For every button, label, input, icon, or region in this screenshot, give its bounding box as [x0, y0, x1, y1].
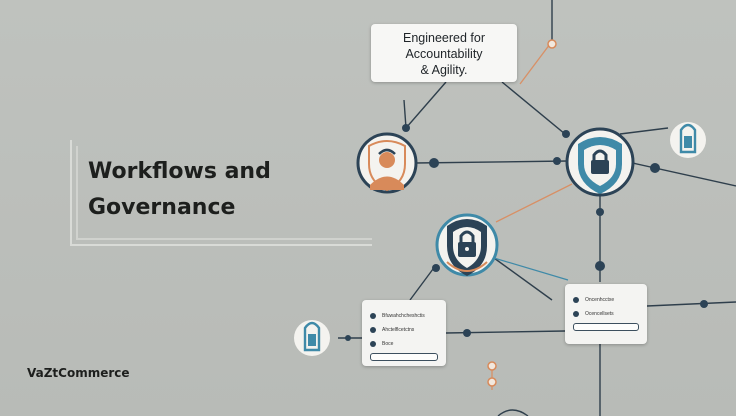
title-frame-outer: [70, 140, 372, 246]
form-row: Ahctelflcetctns: [370, 324, 438, 336]
junction-node: [402, 124, 410, 132]
junction-node-orange: [547, 39, 557, 49]
junction-node: [432, 264, 440, 272]
form-row-label: Oncenhcctxe: [585, 297, 615, 303]
title-frame-inner: [76, 146, 372, 240]
connector-line: [405, 81, 447, 129]
connector-line-orange: [495, 183, 573, 223]
junction-node-orange: [487, 361, 497, 371]
lock-icon: [294, 320, 330, 356]
form-input-bar: [573, 323, 639, 331]
form-row: Boce: [370, 338, 438, 350]
tagline-callout: Engineered for Accountability & Agility.: [371, 24, 517, 82]
page-title-line-1: Workflows and: [88, 159, 271, 184]
connector-line-teal: [493, 257, 569, 281]
connector-line-orange: [519, 43, 551, 85]
connector-line: [627, 161, 736, 187]
junction-node-orange: [487, 377, 497, 387]
junction-node: [463, 329, 471, 337]
junction-node: [345, 335, 351, 341]
bullet-icon: [370, 341, 376, 347]
lock-shield-icon: [435, 213, 499, 277]
junction-node: [595, 261, 605, 271]
lock-icon: [670, 122, 706, 158]
brand-name: VaZtCommerce: [27, 366, 130, 380]
junction-node: [650, 163, 660, 173]
form-input-bar: [370, 353, 438, 361]
connector-arc: [497, 409, 529, 416]
lock-shield-icon: [565, 127, 635, 197]
junction-node: [429, 158, 439, 168]
bullet-icon: [573, 311, 579, 317]
bullet-icon: [370, 313, 376, 319]
tagline-line-1: Engineered for: [402, 31, 485, 45]
page-title-line-2: Governance: [88, 195, 236, 220]
junction-node: [700, 300, 708, 308]
form-row: Ocencellsets: [573, 308, 639, 320]
junction-node: [596, 208, 604, 216]
page-title: Workflows and Governance: [88, 154, 328, 226]
connector-line: [403, 99, 407, 129]
form-row-label: Bfuwahchcheshctis: [382, 313, 425, 319]
junction-node: [553, 157, 561, 165]
connector-line: [646, 301, 736, 307]
form-row: Bfuwahchcheshctis: [370, 310, 438, 322]
connector-line: [414, 160, 569, 164]
form-row: Oncenhcctxe: [573, 294, 639, 306]
form-card-right: Oncenhcctxe Ocencellsets: [565, 284, 647, 344]
tagline-line-3: & Agility.: [420, 63, 468, 77]
person-shield-icon: [356, 132, 418, 194]
connector-line: [409, 264, 437, 301]
form-row-label: Ahctelflcetctns: [382, 327, 415, 333]
bullet-icon: [370, 327, 376, 333]
bullet-icon: [573, 297, 579, 303]
form-row-label: Ocencellsets: [585, 311, 614, 317]
junction-node: [562, 130, 570, 138]
form-row-label: Boce: [382, 341, 394, 347]
connector-line: [501, 81, 566, 135]
tagline-line-2: Accountability: [405, 47, 483, 61]
form-card-left: Bfuwahchcheshctis Ahctelflcetctns Boce: [362, 300, 446, 366]
connector-line: [619, 127, 669, 135]
connector-line: [493, 257, 553, 301]
